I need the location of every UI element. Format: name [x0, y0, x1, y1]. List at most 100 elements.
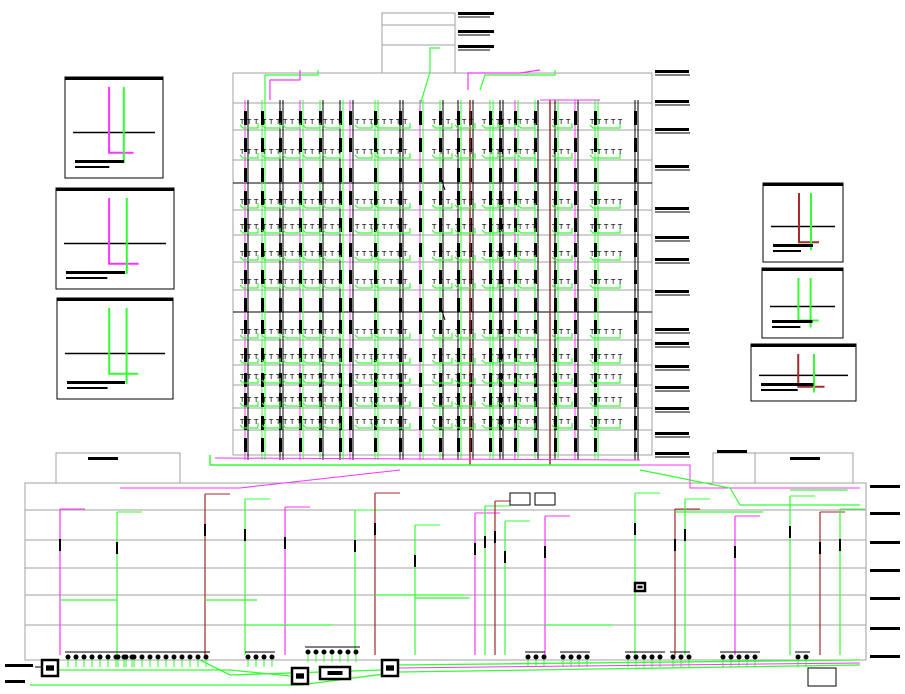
fixture-symbol: T: [438, 223, 444, 231]
floor-drain-symbol: [187, 654, 193, 660]
fixture-symbol: T: [461, 418, 467, 426]
fixture-symbol: T: [246, 353, 252, 361]
riser-fitting: [349, 320, 352, 334]
riser-fitting: [374, 320, 377, 334]
branch-pipe: [517, 423, 536, 429]
riser-fitting: [339, 191, 342, 205]
fixture-symbol: T: [524, 328, 530, 336]
branch-pipe: [499, 401, 516, 407]
fixture-symbol: T: [558, 223, 564, 231]
riser-fitting: [349, 191, 352, 205]
fixture-symbol: T: [395, 118, 401, 126]
riser-fitting: [339, 320, 342, 334]
riser-fitting: [261, 416, 264, 430]
fixture-symbol: T: [302, 223, 308, 231]
branch-pipe: [454, 123, 476, 129]
branch-pipe: [239, 123, 259, 129]
riser-fitting: [534, 243, 537, 257]
floor-annotation: [458, 12, 494, 15]
riser-fitting: [489, 416, 492, 430]
riser-fitting: [634, 373, 637, 387]
riser-fitting: [244, 373, 247, 387]
branch-pipe: [261, 358, 281, 364]
riser-fitting: [279, 111, 282, 125]
riser-fitting: [319, 138, 322, 152]
fixture-symbol: T: [445, 198, 451, 206]
floor-annotation: [655, 407, 689, 410]
floor-drain-symbol: [89, 654, 95, 660]
fixture-symbol: T: [499, 118, 505, 126]
fixture-symbol: T: [531, 418, 537, 426]
fixture-symbol: T: [329, 250, 335, 258]
fixture-symbol: T: [239, 353, 245, 361]
fixture-symbol: T: [596, 353, 602, 361]
branch-pipe: [551, 423, 573, 429]
fixture-symbol: T: [565, 278, 571, 286]
branch-pipe: [374, 283, 411, 289]
riser-fitting: [514, 298, 517, 312]
fixture-symbol: T: [445, 250, 451, 258]
riser-fitting: [299, 218, 302, 232]
fixture-symbol: T: [361, 250, 367, 258]
fixture-symbol: T: [454, 353, 460, 361]
branch-pipe: [499, 423, 516, 429]
riser-fitting: [514, 111, 517, 125]
riser-fitting: [514, 138, 517, 152]
fixture-symbol: T: [361, 373, 367, 381]
riser-fitting: [419, 348, 422, 362]
floor-drain-symbol: [171, 654, 177, 660]
fixture-symbol: T: [316, 198, 322, 206]
floor-annotation: [655, 128, 689, 131]
fixture-symbol: T: [354, 148, 360, 156]
fixture-symbol: T: [268, 118, 274, 126]
riser-fitting: [534, 270, 537, 284]
fixture-symbol: T: [481, 278, 487, 286]
branch-pipe: [431, 153, 453, 159]
fixture-symbol: T: [438, 396, 444, 404]
riser-fitting: [574, 218, 577, 232]
fixture-symbol: T: [354, 278, 360, 286]
fixture-symbol: T: [361, 148, 367, 156]
fixture-symbol: T: [296, 418, 302, 426]
fixture-symbol: T: [261, 118, 267, 126]
riser-fitting: [374, 218, 377, 232]
fixture-symbol: T: [381, 148, 387, 156]
riser-fitting: [319, 191, 322, 205]
branch-pipe: [589, 378, 621, 384]
riser-fitting: [839, 539, 841, 551]
detail-pipe: [108, 308, 139, 375]
branch-pipe: [454, 333, 476, 339]
fixture-symbol: T: [246, 373, 252, 381]
fixture-symbol: T: [438, 328, 444, 336]
fixture-symbol: T: [336, 250, 342, 258]
riser-fitting: [299, 270, 302, 284]
detail-drawings: [55, 76, 857, 402]
detail-note: [75, 166, 110, 168]
floor-annotation: [655, 70, 689, 73]
branch-pipe: [517, 255, 536, 261]
riser-fitting: [419, 320, 422, 334]
detail-title-bar: [56, 188, 174, 191]
riser-fitting: [319, 393, 322, 407]
fixture-symbol: T: [438, 353, 444, 361]
riser-fitting: [439, 243, 442, 257]
fixture-symbol: T: [261, 418, 267, 426]
floor-drain-symbol: [179, 654, 185, 660]
fixture-symbol: T: [374, 223, 380, 231]
fixture-symbol: T: [302, 373, 308, 381]
detail-pipe: [797, 354, 825, 388]
floor-drain-symbol: [633, 654, 639, 660]
fixture-symbol: T: [499, 328, 505, 336]
floor-drain-symbol: [345, 649, 351, 655]
branch-pipe: [354, 228, 373, 234]
floor-annotation: [458, 30, 494, 33]
riser-fitting: [244, 438, 247, 452]
fixture-symbol: T: [289, 198, 295, 206]
podium-annotation: [870, 627, 900, 630]
fixture-symbol: T: [481, 373, 487, 381]
fixture-symbol: T: [495, 223, 501, 231]
fixture-symbol: T: [589, 278, 595, 286]
riser-fitting: [594, 373, 597, 387]
riser-fitting: [349, 416, 352, 430]
branch-pipe: [239, 333, 259, 339]
